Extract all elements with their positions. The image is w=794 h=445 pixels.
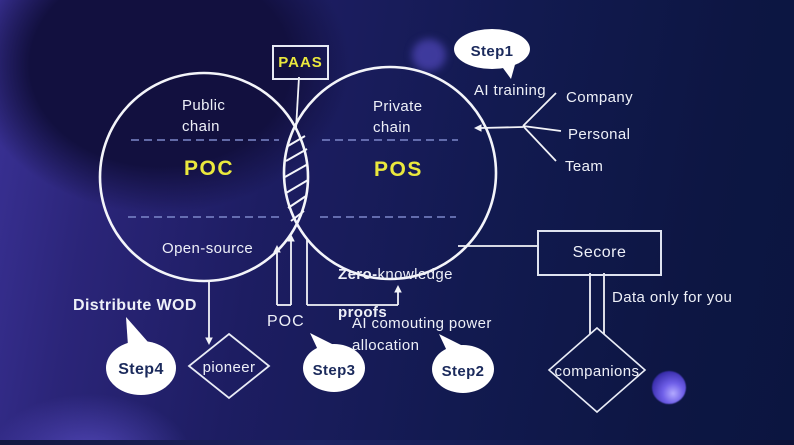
zero-bold-text: Zero- (338, 266, 378, 283)
secore-box: Secore (537, 230, 662, 276)
private-chain-label: Private chain (373, 98, 423, 136)
ai-training-label: AI training (474, 82, 546, 99)
paas-box: PAAS (272, 45, 329, 80)
arrowheads (205, 124, 482, 345)
venn-left-circle (98, 71, 310, 283)
branch-line-personal (522, 125, 562, 132)
up-arrowhead (273, 245, 281, 253)
step4-label: Step4 (118, 361, 164, 378)
step4-bubble (106, 341, 176, 395)
data-only-label: Data only for you (612, 289, 733, 306)
step2-label: Step2 (441, 363, 485, 380)
secore-label: Secore (572, 244, 627, 261)
paas-connector-line (295, 76, 300, 130)
up-arrowhead (394, 285, 402, 293)
companions-diamond (547, 326, 647, 414)
dashed-separators (128, 139, 458, 218)
left-arrowhead (474, 124, 482, 132)
lens-hatching (284, 135, 309, 222)
paas-label: PAAS (278, 54, 323, 71)
poc-bottom-label: POC (267, 313, 305, 330)
step4-bubble-tail (126, 317, 148, 346)
public-chain-label: Public chain (182, 97, 226, 135)
poc-center-label: POC (184, 157, 235, 180)
open-source-label: Open-source (162, 240, 254, 257)
venn-right-circle (282, 65, 498, 281)
branch-item-personal: Personal (568, 126, 631, 143)
up-arrowhead (287, 234, 295, 242)
step3-label: Step3 (312, 362, 356, 379)
step1-label: Step1 (470, 43, 514, 60)
step3-bubble (303, 344, 365, 392)
speech-bubbles (106, 29, 530, 395)
distribute-wod-label: Distribute WOD (73, 297, 197, 314)
ai-power-label: AI comouting power allocation (352, 315, 492, 354)
pos-center-label: POS (374, 158, 423, 181)
step2-bubble (432, 345, 494, 393)
step1-bubble (454, 29, 530, 69)
branch-item-company: Company (566, 89, 633, 106)
proofs-text: proofs (338, 304, 388, 321)
down-arrowhead (205, 337, 213, 345)
branch-line-company (522, 92, 557, 127)
pioneer-label: pioneer (202, 359, 256, 376)
knowledge-text: knowledge (377, 266, 453, 283)
branch-item-team: Team (565, 158, 604, 175)
branch-line-team (522, 125, 557, 162)
pioneer-diamond (187, 332, 271, 400)
companions-label: companions (554, 363, 640, 380)
branch-arrow-line (480, 126, 524, 129)
zero-knowledge-label: Zero-knowledge proofs (338, 227, 453, 341)
